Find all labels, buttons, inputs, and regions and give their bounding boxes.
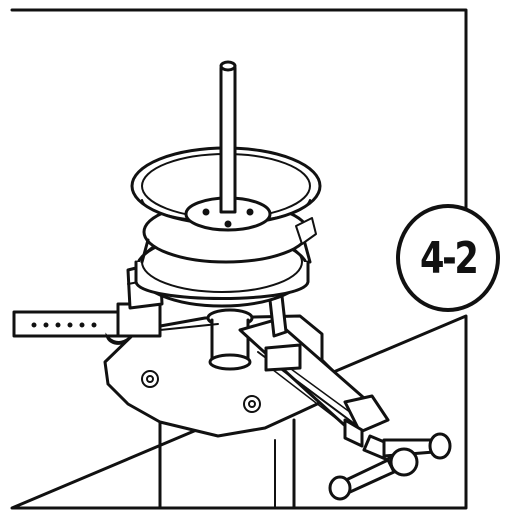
pedestal-column bbox=[158, 418, 296, 510]
base-bolt-left bbox=[141, 370, 159, 388]
spindle-shaft bbox=[219, 60, 237, 214]
measuring-arm bbox=[12, 302, 219, 345]
wheel-rim bbox=[130, 146, 322, 308]
clamp-block bbox=[343, 394, 390, 448]
step-number-label: 4-2 bbox=[419, 232, 479, 284]
t-handle bbox=[328, 432, 452, 501]
step-number-badge: 4-2 bbox=[396, 204, 500, 312]
base-bolt-front bbox=[243, 395, 261, 413]
center-hub bbox=[206, 308, 254, 371]
